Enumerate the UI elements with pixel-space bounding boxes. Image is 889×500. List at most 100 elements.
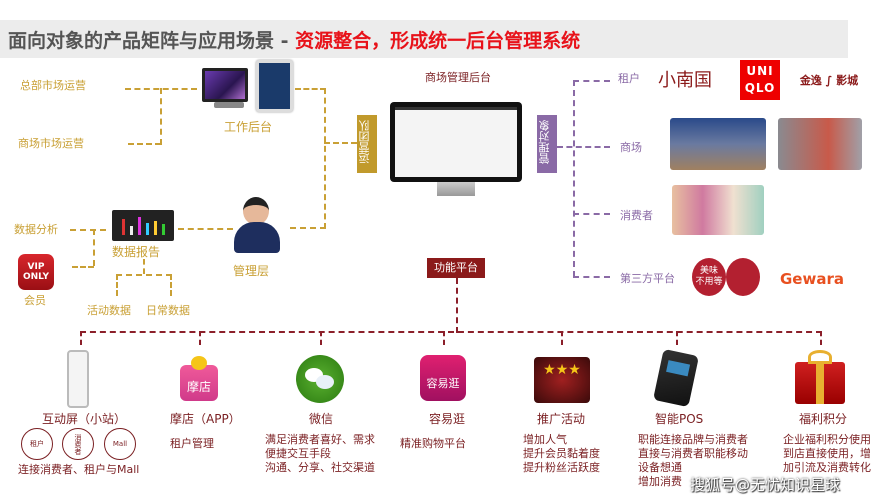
connector [80, 331, 82, 345]
feature-desc-list: 企业福利积分使用 到店直接使用，增 加引流及消费转化 [783, 433, 871, 475]
feature-desc: 连接消费者、租户与Mall [18, 463, 140, 476]
feature-name: 摩店（APP） [170, 412, 241, 426]
keyboard-icon [214, 102, 244, 108]
connector [573, 213, 610, 215]
interactive-screen-icon [67, 350, 89, 408]
mall-photo [670, 118, 766, 170]
connector [820, 331, 822, 345]
manager-icon [234, 222, 280, 253]
desc-line: 设备想通 [638, 461, 682, 474]
feature-name: 互动屏（小站） [42, 412, 127, 426]
connector [160, 88, 162, 145]
connector [320, 331, 322, 345]
desc-line: 到店直接使用，增 [783, 447, 871, 460]
jinyi-cinema-logo: 金逸 ∫ 影城 [799, 74, 859, 87]
feature-desc-list: 增加人气 提升会员黏着度 提升粉丝活跃度 [523, 433, 600, 475]
connector [443, 331, 445, 345]
rongyiguang-icon-text: 容易逛 [426, 377, 460, 390]
connector [573, 80, 575, 277]
circle-text: 消费者 [74, 433, 82, 455]
connector [324, 142, 357, 144]
function-platform-label: 功能平台 [427, 258, 485, 278]
target-third-party-label: 第三方平台 [620, 272, 675, 285]
connector [573, 276, 610, 278]
connector [72, 266, 94, 268]
connector [290, 227, 326, 229]
desc-line: 沟通、分享、社交渠道 [265, 461, 375, 474]
feature-name: 福利积分 [799, 412, 848, 426]
feature-desc-list: 满足消费者喜好、需求 便捷交互手段 沟通、分享、社交渠道 [265, 433, 375, 475]
desc-line: 加引流及消费转化 [783, 461, 871, 474]
modian-app-icon: 摩店 [180, 365, 218, 401]
connector [93, 229, 95, 266]
desc-line: 提升会员黏着度 [523, 447, 600, 460]
desc-line: 增加人气 [523, 433, 567, 446]
promotion-stars-icon: ★★★ [534, 357, 590, 403]
desktop-computer-icon [202, 68, 248, 102]
data-report-chart-icon [112, 210, 174, 241]
member-label: 会员 [24, 294, 46, 307]
desc-line: 增加消费 [638, 475, 682, 488]
coin-icon [191, 356, 207, 370]
connector [80, 331, 822, 333]
target-consumer-label: 消费者 [620, 209, 653, 222]
meiwei-logo: 美味不用等 [692, 258, 726, 296]
gift-box-icon [795, 362, 845, 404]
monitor-stand [437, 182, 475, 196]
desc-line: 满足消费者喜好、需求 [265, 433, 375, 446]
connector [143, 259, 145, 274]
target-tenant-label: 租户 [618, 72, 640, 85]
connector [116, 274, 172, 276]
circle-mall: Mall [104, 428, 136, 460]
circle-consumer: 消费者 [62, 428, 94, 460]
connector [178, 228, 233, 230]
xiaonanguo-logo: 小南国 [658, 70, 712, 91]
data-analysis-label: 数据分析 [14, 223, 58, 236]
tablet-icon [256, 60, 293, 112]
wechat-icon [296, 355, 344, 403]
page-title: 面向对象的产品矩阵与应用场景 - 资源整合，形成统一后台管理系统 [8, 26, 580, 53]
gewara-logo: Gewara [780, 270, 844, 288]
connector [199, 331, 201, 345]
feature-desc: 精准购物平台 [400, 437, 466, 450]
connector [324, 88, 326, 229]
feature-name: 微信 [309, 412, 334, 426]
meiwei-logo-mark [726, 258, 760, 296]
connector [561, 331, 563, 345]
desc-line: 企业福利积分使用 [783, 433, 871, 446]
data-report-label: 数据报告 [112, 245, 161, 259]
work-backend-label: 工作后台 [224, 120, 273, 134]
daily-data-label: 日常数据 [146, 304, 190, 317]
watermark: 搜狐号@无忧知识星球 [690, 476, 841, 494]
feature-desc-list: 职能连接品牌与消费者 直接与消费者职能移动 设备想通 增加消费 [638, 433, 748, 489]
circle-text: Mall [112, 440, 128, 448]
connector [116, 274, 118, 296]
circle-tenant: 租户 [21, 428, 53, 460]
connector [295, 88, 326, 90]
modian-icon-text: 摩店 [186, 380, 211, 394]
mall-marketing-label: 商场市场运营 [18, 137, 84, 150]
connector [170, 274, 172, 296]
title-main: 面向对象的产品矩阵与应用场景 - [8, 30, 296, 52]
feature-name: 智能POS [655, 412, 704, 426]
pos-terminal-icon [652, 348, 700, 408]
managed-objects-label: 管理对象 [537, 115, 557, 173]
desc-line: 便捷交互手段 [265, 447, 331, 460]
ops-team-label: 运营团队 [357, 115, 377, 173]
feature-desc: 租户管理 [170, 437, 214, 450]
gift-bow-icon [808, 350, 832, 364]
connector [456, 278, 458, 333]
manager-head-icon [243, 197, 269, 225]
circle-text: 租户 [30, 440, 44, 448]
vip-logo-text: VIP ONLY [22, 262, 50, 282]
title-highlight: 资源整合，形成统一后台管理系统 [295, 30, 581, 52]
mall-backend-label: 商场管理后台 [425, 71, 491, 84]
monitor-icon [390, 102, 522, 182]
connector [557, 146, 610, 148]
desc-line: 提升粉丝活跃度 [523, 461, 600, 474]
title-bar [0, 20, 848, 58]
hq-marketing-label: 总部市场运营 [20, 79, 86, 92]
activity-data-label: 活动数据 [87, 304, 131, 317]
rongyiguang-app-icon: 容易逛 [420, 355, 466, 401]
